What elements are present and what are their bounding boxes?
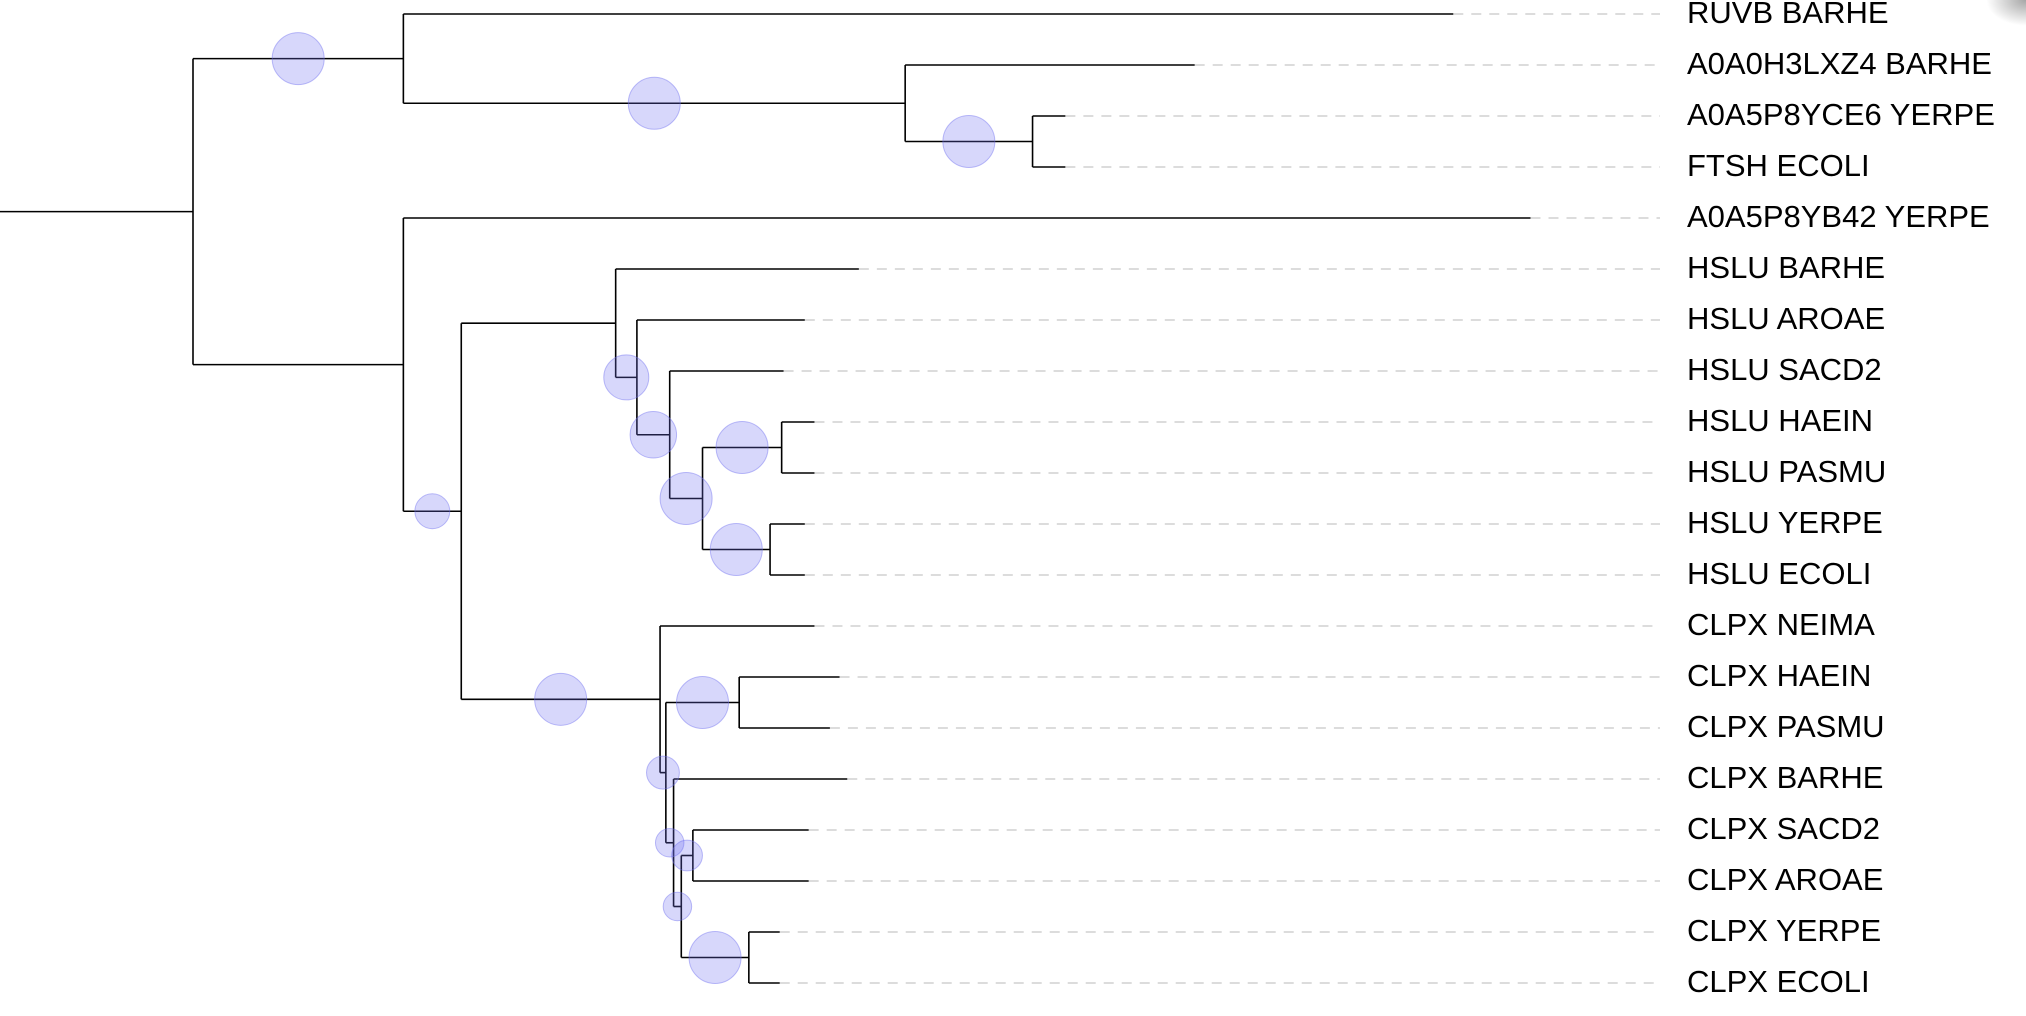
- leaf-label-leaf-4: FTSH ECOLI: [1687, 148, 1870, 183]
- leaf-label-leaf-16: CLPX BARHE: [1687, 760, 1883, 795]
- support-marker-n-ftsh-ent: [942, 115, 996, 168]
- support-marker-n-hslu-2: [603, 354, 650, 401]
- leaf-label-leaf-1: RUVB BARHE: [1687, 0, 1889, 30]
- leaf-label-leaf-19: CLPX YERPE: [1687, 913, 1881, 948]
- leaf-label-leaf-13: CLPX NEIMA: [1687, 607, 1875, 642]
- leaf-label-leaf-11: HSLU YERPE: [1687, 505, 1883, 540]
- leaf-label-leaf-15: CLPX PASMU: [1687, 709, 1885, 744]
- leaf-label-leaf-2: A0A0H3LXZ4 BARHE: [1687, 46, 1992, 81]
- support-marker-n-clpx-ye: [688, 931, 742, 984]
- leaf-guide-lines: [779, 13, 1660, 984]
- support-marker-n-ftsh: [627, 76, 681, 130]
- support-marker-n-clpx-2: [646, 755, 680, 790]
- support-marker-n-clpx-sa: [671, 839, 703, 872]
- window-corner-shadow: [1986, 0, 2026, 26]
- support-marker-n-clpx-4: [662, 891, 693, 922]
- support-marker-n-clpx-3: [654, 828, 685, 858]
- support-marker-n-ruvb-ftsh: [271, 32, 325, 86]
- leaf-labels: RUVB BARHE A0A0H3LXZ4 BARHE A0A5P8YCE6 YER…: [1687, 0, 1995, 999]
- leaf-label-leaf-14: CLPX HAEIN: [1687, 658, 1871, 693]
- support-marker-n-hslu-3: [629, 410, 678, 459]
- support-markers: [271, 32, 996, 984]
- leaf-label-leaf-3: A0A5P8YCE6 YERPE: [1687, 97, 1995, 132]
- support-marker-n-hslu-ye: [709, 523, 763, 576]
- support-marker-n-hslu-hp: [715, 421, 769, 474]
- leaf-label-leaf-6: HSLU BARHE: [1687, 250, 1885, 285]
- support-marker-n-hslu-clpx: [414, 493, 451, 530]
- support-marker-n-clpx: [534, 672, 588, 726]
- leaf-label-leaf-12: HSLU ECOLI: [1687, 556, 1871, 591]
- leaf-label-leaf-8: HSLU SACD2: [1687, 352, 1882, 387]
- support-marker-n-clpx-hp: [676, 676, 730, 729]
- leaf-label-leaf-18: CLPX AROAE: [1687, 862, 1883, 897]
- leaf-label-leaf-10: HSLU PASMU: [1687, 454, 1886, 489]
- leaf-label-leaf-17: CLPX SACD2: [1687, 811, 1880, 846]
- tree-branches: [0, 13, 1531, 984]
- leaf-label-leaf-9: HSLU HAEIN: [1687, 403, 1873, 438]
- leaf-label-leaf-20: CLPX ECOLI: [1687, 964, 1870, 999]
- support-marker-n-hslu-4: [659, 472, 713, 525]
- leaf-label-leaf-7: HSLU AROAE: [1687, 301, 1885, 336]
- leaf-label-leaf-5: A0A5P8YB42 YERPE: [1687, 199, 1990, 234]
